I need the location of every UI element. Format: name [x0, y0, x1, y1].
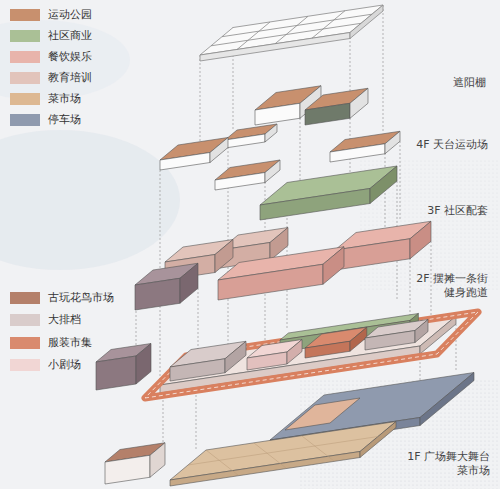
legend-swatch [10, 72, 40, 84]
legend-swatch [10, 30, 40, 42]
legend-swatch [10, 9, 40, 21]
legend-row: 运动公园 [10, 8, 94, 22]
legend-text: 古玩花鸟市场 [48, 291, 114, 305]
legend-row: 停车场 [10, 113, 83, 127]
legend-text: 菜市场 [48, 92, 81, 106]
legend-text: 停车场 [48, 113, 81, 127]
legend-text: 社区商业 [48, 29, 92, 43]
legend-row: 社区商业 [10, 29, 94, 43]
legend-text: 服装市集 [48, 336, 92, 350]
level-label: 2F 摆摊一条街 健身跑道 [384, 272, 488, 300]
legend-text: 大排档 [48, 313, 81, 327]
legend-swatch [10, 114, 40, 126]
legend-row: 小剧场 [10, 358, 83, 372]
legend-swatch [10, 51, 40, 63]
legend-swatch [10, 314, 40, 326]
legend-row: 餐饮娱乐 [10, 50, 94, 64]
legend-swatch [10, 93, 40, 105]
level-label: 3F 社区配套 [384, 204, 488, 218]
legend-row: 古玩花鸟市场 [10, 291, 116, 305]
level-label: 1F 广场舞大舞台 菜市场 [386, 450, 490, 478]
legend-text: 小剧场 [48, 358, 81, 372]
legend-row: 服装市集 [10, 336, 94, 350]
legend-text: 餐饮娱乐 [48, 50, 92, 64]
legend-row: 菜市场 [10, 92, 83, 106]
legend-row: 大排档 [10, 313, 83, 327]
legend-row: 教育培训 [10, 71, 94, 85]
legend-swatch [10, 292, 40, 304]
legend-text: 运动公园 [48, 8, 92, 22]
level-label: 遮阳棚 [382, 76, 486, 90]
level-label: 4F 天台运动场 [384, 138, 488, 152]
legend-swatch [10, 359, 40, 371]
legend-swatch [10, 337, 40, 349]
legend-text: 教育培训 [48, 71, 92, 85]
